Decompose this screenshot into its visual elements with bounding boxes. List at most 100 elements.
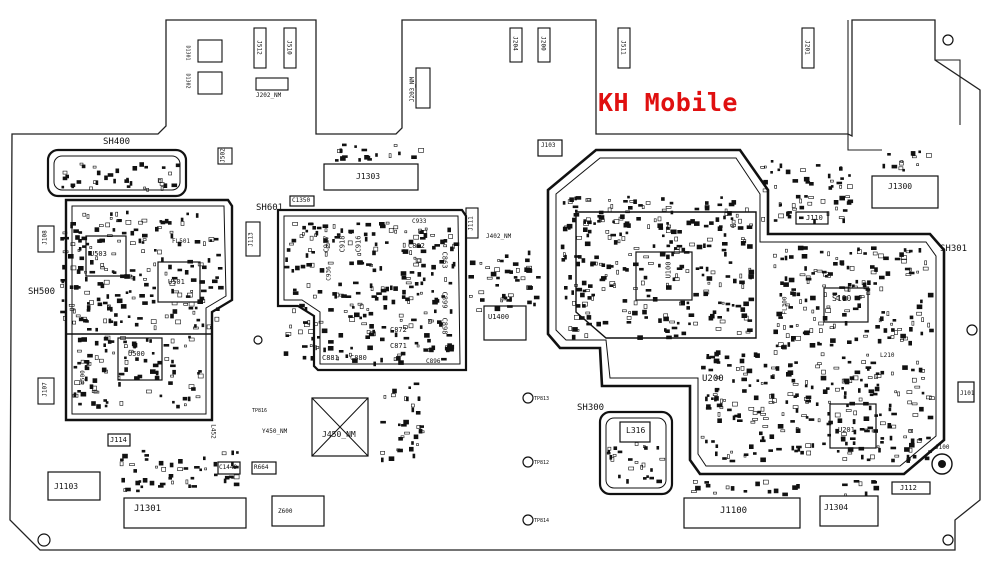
smd-pad [755,481,760,487]
smd-pad [627,458,633,461]
smd-pad [714,351,719,357]
smd-pad [918,248,922,253]
smd-pad [739,358,745,364]
smd-pad [476,308,483,313]
smd-pad [866,353,870,357]
smd-pad [870,270,877,275]
smd-pad [833,366,840,370]
smd-pad [805,275,811,279]
smd-pad [849,401,856,406]
smd-pad [60,310,66,314]
smd-pad [164,357,170,361]
smd-pad [105,222,110,228]
smd-pad [302,225,306,230]
smd-pad [368,332,375,337]
smd-pad [726,307,730,312]
smd-pad [926,436,931,440]
smd-pad [870,246,877,250]
smd-pad [117,376,121,380]
smd-pad [906,454,910,459]
connector-j112 [891,481,931,495]
smd-pad [725,302,731,306]
smd-pad [693,321,698,326]
smd-pad [190,476,195,480]
smd-pad [117,239,121,243]
smd-pad [612,454,617,457]
smd-pad [897,391,900,397]
smd-pad [879,286,884,292]
smd-pad [760,382,764,385]
smd-pad [417,272,422,277]
smd-pad [675,273,678,279]
smd-pad [643,304,648,309]
smd-pad [761,436,765,440]
smd-pad [349,261,354,266]
smd-pad [822,284,827,288]
smd-pad [632,262,639,267]
smd-pad [704,201,709,205]
smd-pad [741,284,745,289]
smd-pad [354,145,357,148]
smd-pad [452,261,456,267]
smd-pad [78,239,82,243]
smd-pad [124,359,129,365]
smd-pad [170,338,175,344]
smd-pad [649,476,655,480]
smd-pad [146,268,151,272]
smd-pad [84,270,87,274]
smd-pad [844,286,850,292]
smd-pad [400,271,407,276]
smd-pad [188,484,191,489]
smd-pad [107,340,112,344]
smd-pad [827,433,832,437]
smd-pad [842,218,846,224]
smd-pad [352,358,358,363]
smd-pad [842,209,848,212]
smd-pad [663,316,669,322]
smd-pad [877,338,882,344]
smd-pad [657,223,664,228]
smd-pad [746,368,753,374]
smd-pad [920,299,923,304]
board-outline [9,19,981,551]
smd-pad [795,426,799,430]
smd-pad [338,282,342,287]
smd-pad [909,267,912,272]
smd-pad [829,326,835,330]
smd-pad [299,303,305,308]
smd-pad [694,207,700,211]
smd-pad [136,489,140,493]
smd-pad [334,236,341,239]
smd-pad [409,271,415,274]
smd-pad [526,268,532,273]
smd-pad [927,322,931,328]
smd-pad [780,345,787,349]
smd-pad [203,456,206,461]
smd-pad [204,467,207,471]
smd-pad [658,263,661,268]
smd-pad [593,222,596,225]
smd-pad [145,338,149,342]
smd-pad [780,257,785,261]
smd-pad [859,295,865,299]
smd-pad [878,318,882,323]
smd-pad [322,224,329,228]
smd-pad [809,342,816,348]
smd-pad [673,249,680,254]
smd-pad [854,370,861,375]
smd-pad [310,355,315,361]
smd-pad [890,334,895,339]
smd-pad [302,321,308,324]
testpoint-label-tp814: TP814 [534,518,550,524]
smd-pad [909,326,913,332]
smd-pad [882,163,886,169]
smd-pad [861,360,867,364]
smd-pad [773,253,777,258]
smd-pad [194,324,197,328]
smd-pad [784,276,788,281]
smd-pad [212,279,218,284]
smd-pad [773,350,778,355]
smd-pad [129,269,136,272]
smd-pad [627,206,633,210]
smd-pad [418,430,425,434]
